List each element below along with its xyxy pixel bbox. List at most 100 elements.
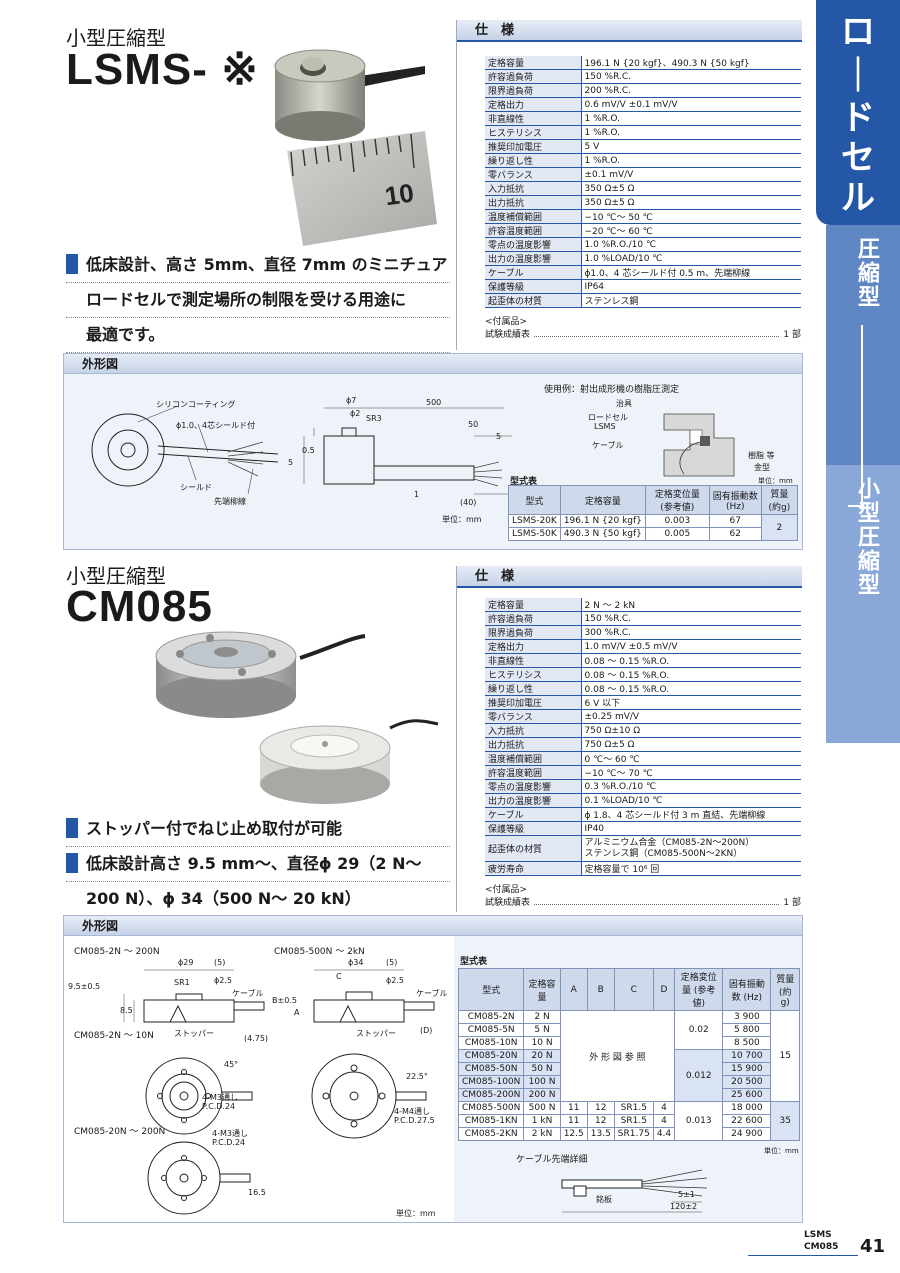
feature-line: 低床設計高さ 9.5 mm～、直径ϕ 29（2 N～ [66,847,450,882]
tab-line [861,325,863,465]
table-row: 許容温度範囲−10 ℃～ 70 ℃ [485,765,801,781]
usage-cable: ケーブル [592,441,624,450]
spec-value: 350 Ω±5 Ω [580,181,801,197]
spec-key: 非直線性 [485,653,581,669]
feature-line: ロードセルで測定場所の制限を受ける用途に [66,283,450,318]
label-m3a: 4-M3通し [202,1093,238,1102]
label-stopper2: ストッパー [356,1029,396,1038]
feature-line: 最適です。 [66,318,450,353]
label-a: A [294,1008,300,1017]
table-row: 起歪体の材質 アルミニウム合金（CM085-2N～200N） ステンレス鋼（CM… [485,835,801,863]
spec-value: 200 %R.C. [580,83,801,99]
spec-value: IP40 [580,821,801,837]
usage-example-drawing [663,413,735,477]
spec-key: 推奨印加電圧 [485,139,581,155]
spec-value: −20 ℃～ 60 ℃ [580,223,801,239]
spec-value: ϕ1.0、4 芯シールド付 0.5 m、先端柳線 [580,265,801,281]
label-h475: (4.75) [244,1034,269,1043]
spec-key: ヒステリシス [485,667,581,683]
bullet-bar [66,254,78,274]
label-sr3: SR3 [366,414,382,423]
spec-key: 起歪体の材質 [485,293,581,309]
spec-value: −10 ℃～ 50 ℃ [580,209,801,225]
lsms-type-tag: 小型圧縮型 [66,26,166,50]
label-p5b: (5) [386,958,398,967]
accessory-row: 試験成績表 1 部 [485,895,801,908]
table-row: 許容温度範囲−20 ℃～ 60 ℃ [485,223,801,239]
label-phi25a: ϕ2.5 [214,976,232,985]
label-cable2: ケーブル [416,989,448,998]
side-tab-char: ル [841,178,875,218]
label-m3b: 4-M3通し [212,1129,248,1138]
spec-key: 出力の温度影響 [485,251,581,267]
drawing-title: CM085-2N ～ 200N [74,947,160,957]
label-h85: 8.5 [120,1006,133,1015]
lsms-side-view-drawing [303,407,514,495]
cable-tip-drawing [561,1169,708,1213]
spec-value: 6 V 以下 [580,695,801,711]
feature-line: ストッパー付でねじ止め取付が可能 [66,812,450,847]
spec-heading: 仕 様 [457,566,802,588]
side-tab-mini-compression: 小型圧縮型 [826,465,900,743]
spec-value: 750 Ω±10 Ω [580,723,801,739]
model-table-unit: 単位：mm [758,477,793,485]
cm085-product-photo [155,631,439,804]
spec-value: 1 %R.O. [580,111,801,127]
spec-key: 定格容量 [485,598,581,613]
label-phi25b: ϕ2.5 [386,976,404,985]
spec-value: 0.3 %R.O./10 ℃ [580,779,801,795]
spec-value: 0.6 mV/V ±0.1 mV/V [580,97,801,113]
tab-line [861,465,863,505]
accessory-heading: <付属品> [485,317,528,328]
table-row: 起歪体の材質ステンレス鋼 [485,293,801,309]
label-d: (D) [420,1026,433,1035]
spec-key: 非直線性 [485,111,581,127]
label-h95: 9.5±0.5 [68,982,101,991]
spec-value: ±0.1 mV/V [580,167,801,183]
spec-key: 許容温度範囲 [485,765,581,781]
cm085-model-table: 型式 定格容量 A B C D 定格変位量 (参考値) 固有振動数 (Hz) 質… [457,968,800,1141]
label-m4: 4-M4通し [394,1107,430,1116]
spec-value: −10 ℃～ 70 ℃ [580,765,801,781]
lsms-top-view-drawing [91,405,279,495]
spec-value: ϕ 1.8、4 芯シールド付 3 m 直結、先端柳線 [580,807,801,823]
spec-value: 5 V [580,139,801,155]
label-pcd24b: P.C.D.24 [212,1138,246,1147]
accessory-row: 試験成績表 1 部 [485,327,801,340]
outline-heading: 外形図 [64,354,802,374]
label-h05: 0.5 [302,446,315,455]
label-sr1: SR1 [174,978,190,987]
spec-value: 1.0 %R.O./10 ℃ [580,237,801,253]
spec-value: 300 %R.C. [580,625,801,641]
spec-key: 限界過負荷 [485,83,581,99]
spec-value: 2 N ～ 2 kN [580,598,801,613]
lsms-product-photo: 10 [274,49,437,246]
side-tab-sub2: 小型圧縮型 [854,477,879,597]
label-120: 120±2 [670,1202,698,1211]
spec-key: ケーブル [485,265,581,281]
side-tab-char: ｜ [841,56,875,96]
accessory-qty: 1 部 [783,330,801,341]
spec-value: 0.08 ～ 0.15 %R.O. [580,667,801,683]
cm085-outline-section: 外形図 CM085-2N ～ 200N CM085-500N ～ 2kN CM0… [63,915,803,1223]
side-tab-char: ロ [841,12,875,52]
lsms-outline-section: 外形図 シリコンコーティング ϕ1.0、4芯シールド付 シールド 先端柳線 ϕ7… [63,353,803,550]
spec-key: 温度補償範囲 [485,209,581,225]
usage-lsms: LSMS [594,422,616,431]
label-cable: ϕ1.0、4芯シールド付 [176,421,256,430]
